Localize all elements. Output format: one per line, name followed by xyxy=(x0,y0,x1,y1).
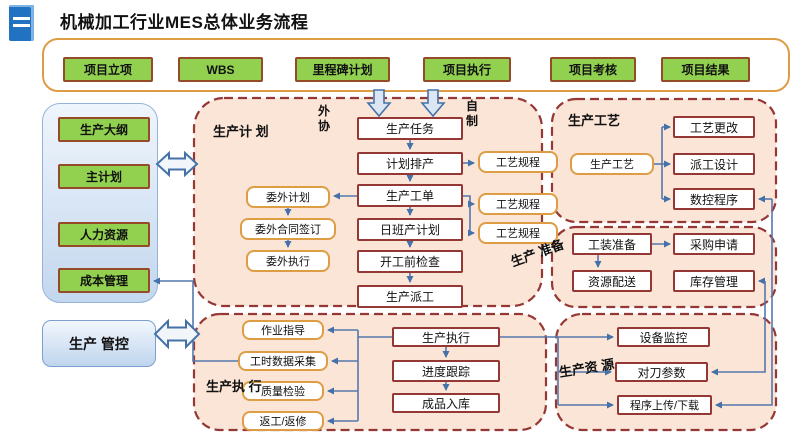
flow-box-labor-data-collect: 工时数据采集 xyxy=(238,351,328,371)
flow-box-outsource-plan: 委外计划 xyxy=(246,186,330,208)
panel-box-production-outline: 生产大纲 xyxy=(58,117,150,142)
flow-box-craft-change: 工艺更改 xyxy=(673,116,755,138)
flow-box-outsource-execution: 委外执行 xyxy=(246,250,330,272)
flow-box-equipment-monitoring: 设备监控 xyxy=(617,327,710,347)
flow-box-inventory-management: 库存管理 xyxy=(673,270,755,292)
stage-box-project-initiation: 项目立项 xyxy=(63,57,153,82)
flow-box-outsource-contract: 委外合同签订 xyxy=(240,218,336,240)
label-production-exec: 生产执 行 xyxy=(206,379,262,394)
flow-box-quality-inspection: 质量检验 xyxy=(242,381,324,401)
flow-box-work-order: 生产工单 xyxy=(357,184,463,207)
flow-box-production-craft: 生产工艺 xyxy=(570,153,654,175)
production-control-box: 生产 管控 xyxy=(42,320,156,367)
flow-box-nc-program: 数控程序 xyxy=(673,188,755,210)
panel-box-cost-management: 成本管理 xyxy=(58,268,150,293)
flow-box-prestart-check: 开工前检查 xyxy=(357,250,463,273)
flow-box-production-dispatch: 生产派工 xyxy=(357,285,463,308)
panel-box-human-resources: 人力资源 xyxy=(58,222,150,247)
flow-box-daily-shift-plan: 日班产计划 xyxy=(357,218,463,241)
flow-box-process-spec-2: 工艺规程 xyxy=(478,193,558,215)
flow-box-rework-repair: 返工/返修 xyxy=(242,411,324,431)
flow-box-dispatch-design: 派工设计 xyxy=(673,153,755,175)
stage-box-project-result: 项目结果 xyxy=(661,57,750,82)
flow-box-tooling-prep: 工装准备 xyxy=(572,233,652,255)
stage-box-project-execution: 项目执行 xyxy=(423,57,511,82)
flow-box-production-execution: 生产执行 xyxy=(392,327,500,347)
page-title: 机械加工行业MES总体业务流程 xyxy=(60,13,309,32)
label-inhouse: 自制 xyxy=(465,99,478,128)
label-outsource: 外协 xyxy=(317,104,330,133)
label-production-plan: 生产计 划 xyxy=(213,124,269,139)
flow-box-resource-delivery: 资源配送 xyxy=(572,270,652,292)
flow-box-plan-scheduling: 计划排产 xyxy=(357,152,463,175)
flow-box-process-spec-3: 工艺规程 xyxy=(478,222,558,244)
flow-box-purchase-request: 采购申请 xyxy=(673,233,755,255)
stage-box-milestone-plan: 里程碑计划 xyxy=(295,57,390,82)
flow-box-tool-setting-params: 对刀参数 xyxy=(615,362,708,382)
flow-box-progress-tracking: 进度跟踪 xyxy=(392,360,500,382)
flow-box-production-task: 生产任务 xyxy=(357,117,463,140)
panel-box-master-plan: 主计划 xyxy=(58,164,150,189)
stage-box-project-assessment: 项目考核 xyxy=(550,57,636,82)
flow-box-program-upload-download: 程序上传/下载 xyxy=(617,395,712,415)
stage-box-wbs: WBS xyxy=(178,57,263,82)
flow-box-process-spec-1: 工艺规程 xyxy=(478,151,558,173)
flow-box-finished-goods-inbound: 成品入库 xyxy=(392,393,500,413)
label-production-craft: 生产工艺 xyxy=(568,113,621,128)
flow-box-work-guidance: 作业指导 xyxy=(242,320,324,340)
slide-logo-icon xyxy=(9,5,34,41)
